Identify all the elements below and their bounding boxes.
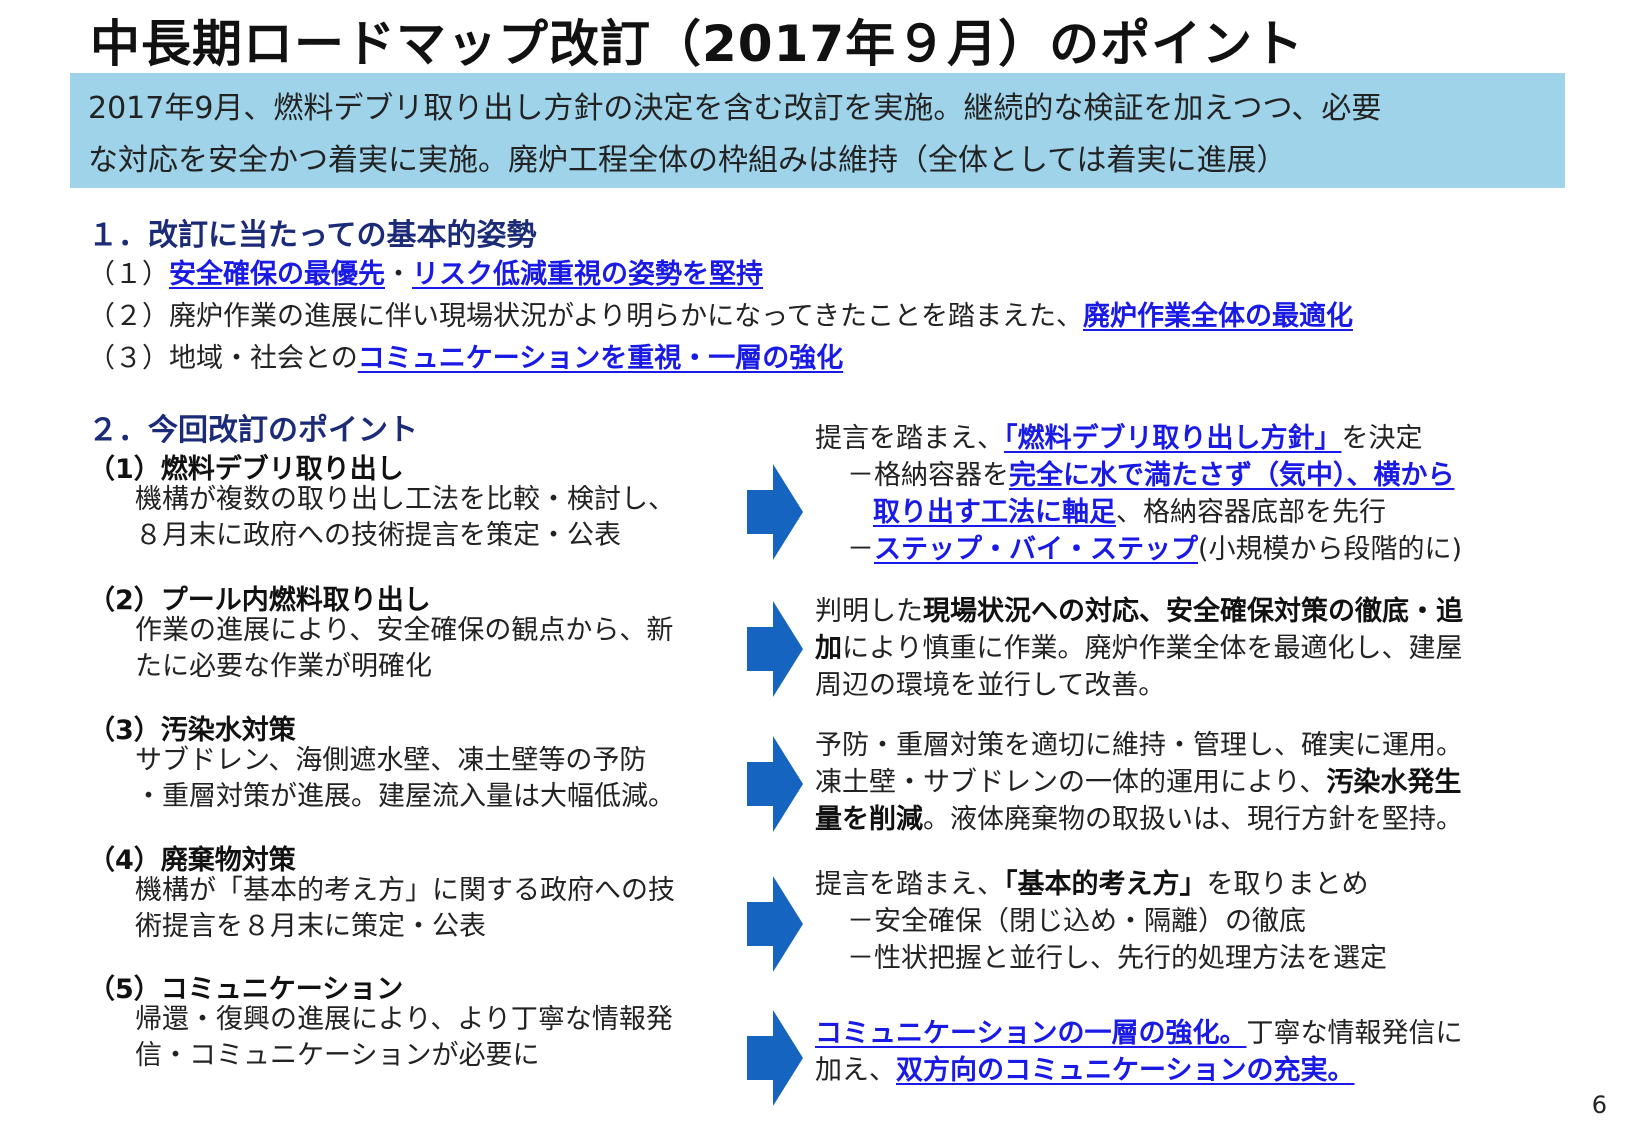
result-text: － [847,534,874,565]
item-2-body: 作業の進展により、安全確保の観点から、新 たに必要な作業が明確化 [135,613,673,685]
page-title: 中長期ロードマップ改訂（2017年９月）のポイント [90,15,1305,73]
highlight-text: 完全に水で満たさず（気中）、横から [1009,460,1455,491]
right-arrow-icon [747,876,803,972]
bold-text: 汚染水発生 [1326,767,1462,798]
item-5-heading: （5）コミュニケーション [88,974,404,1005]
right-arrow-icon [747,736,803,832]
highlight-text: 廃炉作業全体の最適化 [1082,301,1353,332]
item-4-body: 機構が「基本的考え方」に関する政府への技 術提言を８月末に策定・公表 [135,873,675,945]
item-1-heading: （1）燃料デブリ取り出し [88,454,404,485]
item-3-result: 予防・重層対策を適切に維持・管理し、確実に運用。 凍土壁・サブドレンの一体的運用… [815,727,1463,838]
result-text: 丁寧な情報発信に [1246,1018,1463,1049]
result-text: (小規模から段階的に) [1198,534,1463,565]
result-text: 、格納容器底部を先行 [1116,497,1386,528]
summary-box: 2017年9月、燃料デブリ取り出し方針の決定を含む改訂を実施。継続的な検証を加え… [70,73,1565,188]
bold-text: 加 [815,633,842,664]
item-1-body: 機構が複数の取り出し工法を比較・検討し、 ８月末に政府への技術提言を策定・公表 [135,482,675,554]
item-2-result: 判明した現場状況への対応、安全確保対策の徹底・追 加により慎重に作業。廃炉作業全… [815,593,1463,704]
item-2-body-line: 作業の進展により、安全確保の観点から、新 [135,615,674,646]
bold-text: 「基本的考え方」 [1004,869,1207,900]
page-number: 6 [1591,1091,1607,1119]
item-3-body-line: ・重層対策が進展。建屋流入量は大幅低減。 [135,781,675,812]
result-text: －安全確保（閉じ込め・隔離）の徹底 [847,906,1306,937]
separator: ・ [385,259,412,290]
result-text: －性状把握と並行し、先行的処理方法を選定 [847,943,1387,974]
item-5-result: コミュニケーションの一層の強化。丁寧な情報発信に 加え、双方向のコミュニケーショ… [815,1015,1462,1089]
result-text: 予防・重層対策を適切に維持・管理し、確実に運用。 [815,730,1463,761]
section-1-item-2: （２）廃炉作業の進展に伴い現場状況がより明らかになってきたことを踏まえた、廃炉作… [88,294,1353,333]
section-2-heading: ２．今回改訂のポイント [88,413,418,448]
result-text: －格納容器を [847,460,1009,491]
highlight-text: ステップ・バイ・ステップ [874,534,1198,565]
result-text: 。液体廃棄物の取扱いは、現行方針を堅持。 [923,804,1463,835]
section-1-item-3: （３）地域・社会とのコミュニケーションを重視・一層の強化 [88,336,843,375]
item-2-heading: （2）プール内燃料取り出し [88,585,431,616]
highlight-text: リスク低減重視の姿勢を堅持 [412,259,763,290]
right-arrow-icon [747,601,803,697]
bold-text: 量を削減 [815,804,923,835]
item-1-result: 提言を踏まえ、「燃料デブリ取り出し方針」を決定 －格納容器を完全に水で満たさず（… [815,420,1462,568]
item-3-body-line: サブドレン、海側遮水壁、凍土壁等の予防 [135,745,647,776]
summary-line-2: な対応を安全かつ着実に実施。廃炉工程全体の枠組みは維持（全体としては着実に進展） [88,143,1287,178]
section-1-item-1: （１）安全確保の最優先・リスク低減重視の姿勢を堅持 [88,252,763,291]
section-1-heading: １．改訂に当たっての基本的姿勢 [88,218,537,253]
result-text: 提言を踏まえ、 [815,423,1004,454]
highlight-text: 取り出す工法に軸足 [873,497,1116,528]
item-prefix: （２）廃炉作業の進展に伴い現場状況がより明らかになってきたことを踏まえた、 [88,301,1083,332]
highlight-text: 双方向のコミュニケーションの充実。 [896,1055,1355,1086]
result-text: 周辺の環境を並行して改善。 [815,670,1166,701]
item-1-body-line: ８月末に政府への技術提言を策定・公表 [135,520,621,551]
right-arrow-icon [747,464,803,560]
right-arrow-icon [747,1010,803,1106]
result-text: 凍土壁・サブドレンの一体的運用により、 [815,767,1327,798]
result-text: を取りまとめ [1206,869,1369,900]
highlight-text: コミュニケーションを重視・一層の強化 [357,343,844,374]
result-text: 提言を踏まえ、 [815,869,1004,900]
item-3-heading: （3）汚染水対策 [88,715,296,746]
result-text: により慎重に作業。廃炉作業全体を最適化し、建屋 [842,633,1463,664]
highlight-text: コミュニケーションの一層の強化。 [815,1018,1247,1049]
item-4-body-line: 機構が「基本的考え方」に関する政府への技 [135,875,675,906]
result-text: 加え、 [815,1055,896,1086]
item-5-body-line: 信・コミュニケーションが必要に [135,1040,540,1071]
item-4-heading: （4）廃棄物対策 [88,845,296,876]
item-prefix: （３）地域・社会との [88,343,358,374]
item-2-body-line: たに必要な作業が明確化 [135,651,432,682]
item-5-body-line: 帰還・復興の進展により、より丁寧な情報発 [135,1004,673,1035]
item-4-result: 提言を踏まえ、「基本的考え方」を取りまとめ －安全確保（閉じ込め・隔離）の徹底 … [815,866,1387,977]
result-text: 判明した [815,596,923,627]
result-text: を決定 [1341,423,1423,454]
item-1-body-line: 機構が複数の取り出し工法を比較・検討し、 [135,484,675,515]
item-4-body-line: 術提言を８月末に策定・公表 [135,911,486,942]
bold-text: 現場状況への対応、安全確保対策の徹底・追 [923,596,1463,627]
highlight-text: 安全確保の最優先 [169,259,385,290]
item-prefix: （１） [88,259,169,290]
summary-line-1: 2017年9月、燃料デブリ取り出し方針の決定を含む改訂を実施。継続的な検証を加え… [88,91,1382,126]
item-3-body: サブドレン、海側遮水壁、凍土壁等の予防 ・重層対策が進展。建屋流入量は大幅低減。 [135,743,675,815]
highlight-text: 「燃料デブリ取り出し方針」 [1004,423,1342,454]
item-5-body: 帰還・復興の進展により、より丁寧な情報発 信・コミュニケーションが必要に [135,1002,673,1074]
